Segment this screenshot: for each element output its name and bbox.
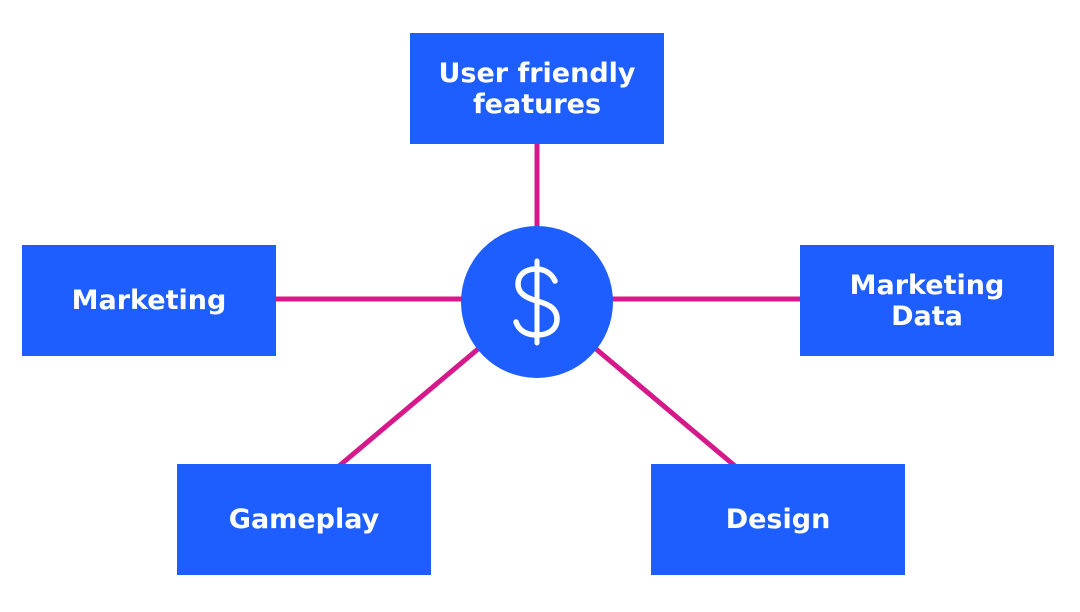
node-gameplay-label: Gameplay xyxy=(228,504,380,535)
node-marketing-data-line1: Marketing xyxy=(849,269,1005,301)
node-user-friendly-features: User friendly features xyxy=(410,33,664,144)
center-hub-circle xyxy=(461,226,613,378)
node-user-friendly-line1: User friendly xyxy=(438,57,636,89)
node-gameplay: Gameplay xyxy=(177,464,431,575)
node-design-label: Design xyxy=(725,504,831,535)
node-marketing-data-line2: Data xyxy=(891,300,963,332)
node-marketing-data: Marketing Data xyxy=(800,245,1054,356)
connector-bottom-left xyxy=(337,347,480,468)
node-user-friendly-line2: features xyxy=(472,88,602,120)
node-design: Design xyxy=(651,464,905,575)
connector-bottom-right xyxy=(594,347,737,468)
node-marketing-label: Marketing xyxy=(71,285,227,316)
dollar-sign-icon xyxy=(513,258,560,346)
node-marketing: Marketing xyxy=(22,245,276,356)
